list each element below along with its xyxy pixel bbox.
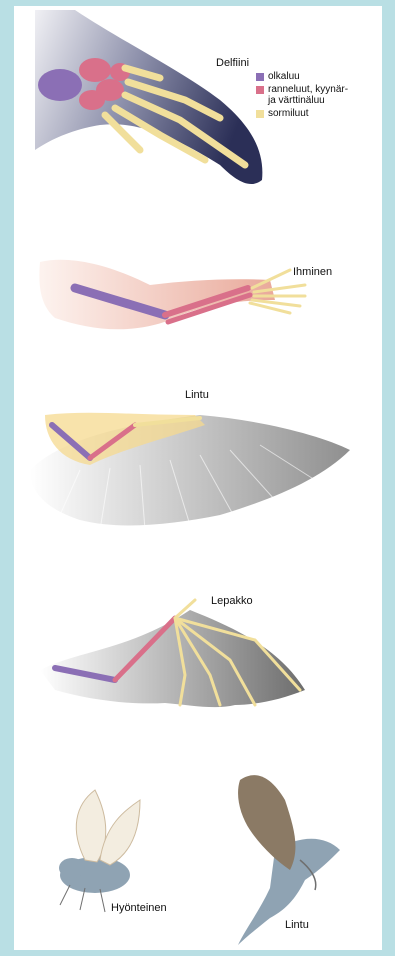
label-insect: Hyönteinen <box>111 902 167 914</box>
legend-swatch-forearm <box>256 86 264 94</box>
label-human: Ihminen <box>293 266 332 278</box>
legend-item-fingers: sormiluut <box>256 108 368 119</box>
bird-wing <box>30 413 350 530</box>
label-bird-2: Lintu <box>285 919 309 931</box>
legend-label-humerus: olkaluu <box>268 71 300 82</box>
insect <box>59 790 140 912</box>
human-arm <box>39 260 305 330</box>
dolphin-flipper <box>35 10 262 184</box>
legend-swatch-humerus <box>256 73 264 81</box>
legend-label-fingers: sormiluut <box>268 108 309 119</box>
legend-swatch-fingers <box>256 110 264 118</box>
dolphin-humerus <box>38 69 82 101</box>
label-dolphin: Delfiini <box>216 57 249 69</box>
legend-label-forearm: ranneluut, kyynär-ja värttinäluu <box>268 84 348 106</box>
label-bat: Lepakko <box>211 595 253 607</box>
legend-item-humerus: olkaluu <box>256 71 368 82</box>
legend: olkaluu ranneluut, kyynär-ja värttinäluu… <box>256 71 368 121</box>
label-bird: Lintu <box>185 389 209 401</box>
bat-wing <box>40 600 305 707</box>
legend-item-forearm: ranneluut, kyynär-ja värttinäluu <box>256 84 368 106</box>
